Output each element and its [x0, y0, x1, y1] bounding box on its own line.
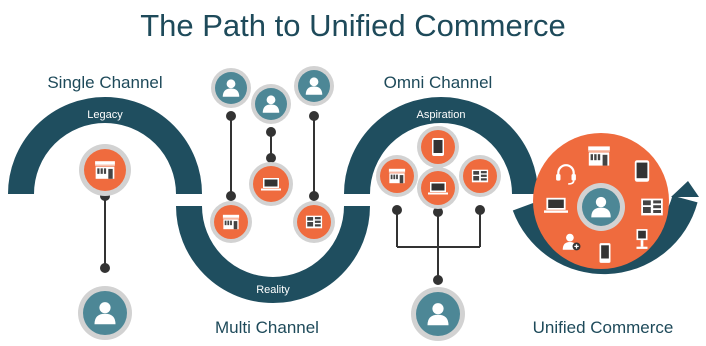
stage-label-omni-channel: Omni Channel [384, 73, 493, 92]
store-icon [388, 168, 406, 184]
store-node-multi [210, 201, 252, 243]
tablet-node-omni [417, 126, 459, 168]
arc-label-reality: Reality [256, 284, 290, 296]
catalog-node-omni [459, 155, 501, 197]
tablet-icon [432, 138, 444, 156]
laptop-icon [544, 197, 568, 213]
stage-label-multi-channel: Multi Channel [215, 318, 319, 337]
store-icon [222, 214, 240, 230]
arc-label-nirvana: Nirvana [584, 283, 623, 295]
arc-label-legacy: Legacy [87, 109, 123, 121]
customer-node-multi-1 [211, 68, 251, 108]
arc-label-aspiration: Aspiration [417, 109, 466, 121]
stage-label-single-channel: Single Channel [47, 73, 162, 92]
store-icon [588, 146, 610, 166]
customer-node-multi-2 [251, 84, 291, 124]
phone-icon [599, 243, 611, 263]
stage-label-unified-commerce: Unified Commerce [533, 318, 674, 337]
store-icon [95, 161, 115, 179]
page-title: The Path to Unified Commerce [140, 8, 566, 43]
laptop-node-omni [417, 167, 459, 209]
laptop-icon [261, 178, 281, 191]
store-node-omni [376, 155, 418, 197]
customer-node-single [78, 286, 132, 340]
store-node-single [79, 144, 131, 196]
catalog-node-multi [293, 201, 335, 243]
laptop-icon [428, 182, 448, 195]
path-track [8, 97, 698, 303]
arrow-head-icon [671, 181, 699, 197]
catalog-icon [641, 198, 663, 216]
laptop-node-multi [249, 162, 293, 206]
unified-hub [533, 133, 669, 269]
catalog-icon [471, 169, 489, 183]
tablet-icon [634, 160, 650, 182]
customer-node-multi-3 [294, 66, 334, 106]
catalog-icon [305, 215, 323, 229]
customer-node-omni [411, 287, 465, 341]
